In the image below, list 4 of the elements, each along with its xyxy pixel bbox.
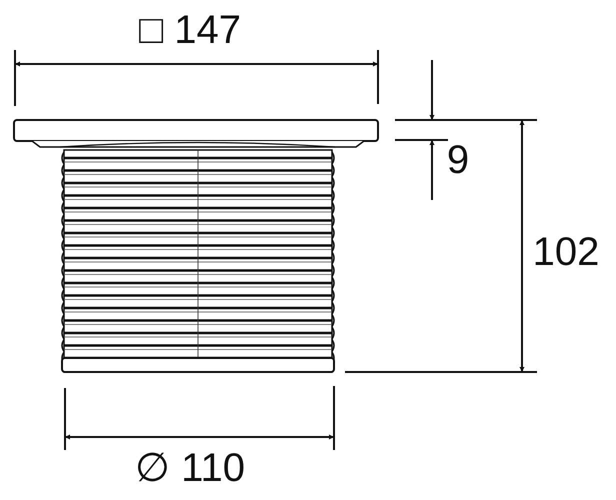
dimension-label: 102 xyxy=(532,232,600,272)
dimension-label: 9 xyxy=(446,140,470,180)
dimension-label: ∅ 110 xyxy=(135,448,245,488)
dimension-label: □ 147 xyxy=(139,10,241,50)
